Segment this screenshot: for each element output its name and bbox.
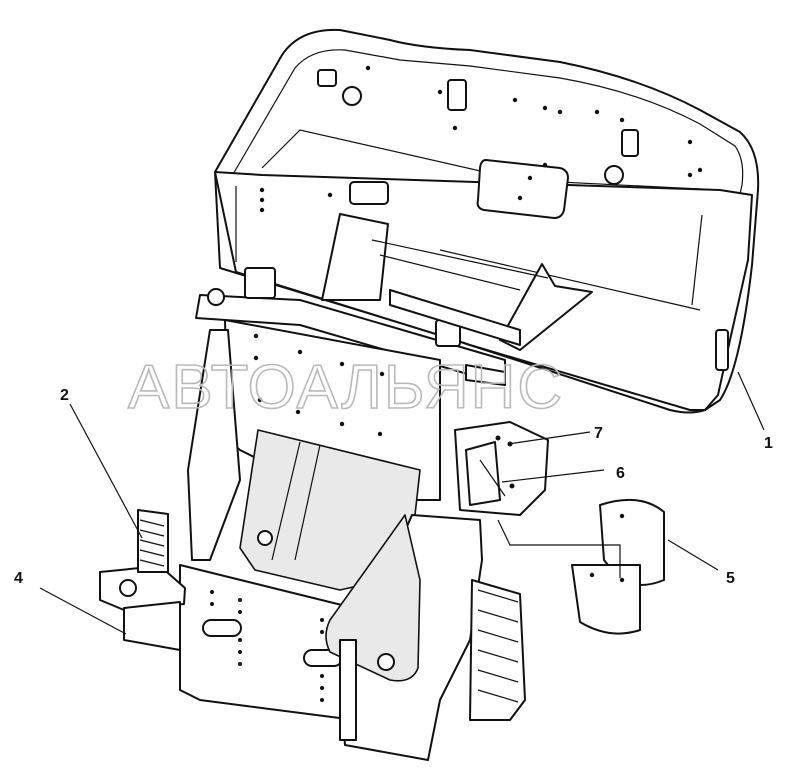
- watermark-text: АВТОАЛЬЯНС: [128, 353, 564, 422]
- leader-line-4: [39, 587, 127, 635]
- battery-box-step: [325, 514, 526, 761]
- callout-5: 5: [726, 570, 735, 587]
- cab-body-box: [214, 28, 760, 414]
- frame-chassis: [179, 213, 593, 721]
- leader-line-5b: [497, 519, 621, 578]
- body-holes: [259, 65, 703, 213]
- callout-1: 1: [764, 435, 773, 452]
- leader-line-5: [667, 539, 719, 571]
- callout-4: 4: [14, 570, 23, 587]
- frame-holes: [210, 333, 385, 702]
- comb-teeth: [139, 519, 165, 567]
- left-step-bracket: [99, 509, 186, 651]
- bumper-blocks: [571, 498, 665, 635]
- leader-line-6: [501, 469, 605, 483]
- step-tread: [477, 589, 519, 703]
- leader-line-7: [507, 431, 591, 445]
- right-mount-bracket: [454, 421, 549, 516]
- callout-2: 2: [60, 387, 69, 404]
- callout-6: 6: [616, 465, 625, 482]
- leader-line-2: [69, 403, 143, 539]
- leader-line-1: [737, 371, 765, 431]
- callout-7: 7: [594, 425, 603, 442]
- callout-lines: [39, 371, 765, 635]
